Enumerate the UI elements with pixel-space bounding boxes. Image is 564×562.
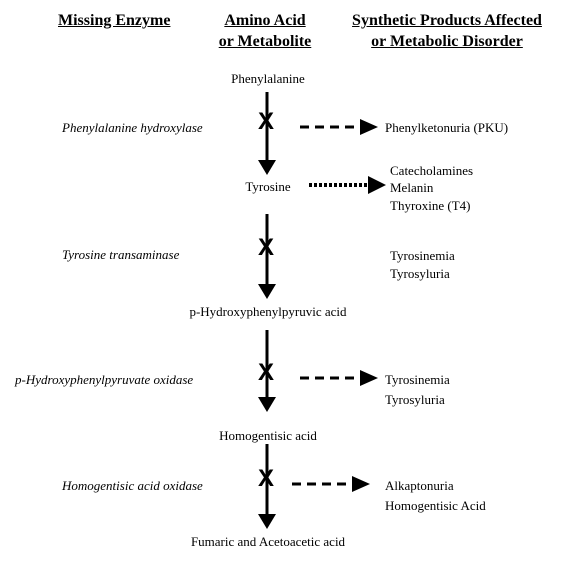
enzyme-tyrosine-transaminase: Tyrosine transaminase: [62, 247, 180, 262]
product-tyrosinemia-2: Tyrosinemia: [385, 372, 450, 387]
product-melanin: Melanin: [390, 180, 434, 195]
product-thyroxine: Thyroxine (T4): [390, 198, 471, 213]
enzyme-homogentisic-acid-oxidase: Homogentisic acid oxidase: [62, 478, 203, 493]
metabolite-phenylalanine: Phenylalanine: [231, 71, 305, 86]
metabolite-tyrosine: Tyrosine: [245, 179, 291, 194]
down-arrow-1: [258, 92, 276, 175]
product-tyrosinemia-1: Tyrosinemia: [390, 248, 455, 263]
block-mark-3: X: [258, 359, 275, 386]
dashed-arrow-pku: [300, 119, 378, 135]
block-mark-2: X: [258, 234, 275, 261]
dotted-arrow-tyrosine: [309, 176, 386, 194]
product-pku: Phenylketonuria (PKU): [385, 120, 509, 135]
metabolite-p-hydroxyphenylpyruvic-acid: p-Hydroxyphenylpyruvic acid: [189, 304, 347, 319]
block-mark-1: X: [258, 108, 275, 135]
metabolite-homogentisic-acid: Homogentisic acid: [219, 428, 317, 443]
product-tyrosyluria-1: Tyrosyluria: [390, 266, 450, 281]
dashed-arrow-homogentisic: [292, 476, 370, 492]
enzyme-phenylalanine-hydroxylase: Phenylalanine hydroxylase: [62, 120, 203, 135]
metabolite-fumaric-acetoacetic-acid: Fumaric and Acetoacetic acid: [190, 534, 346, 549]
down-arrow-4: [258, 444, 276, 529]
dashed-arrow-oxidase: [300, 370, 378, 386]
header-products-line1: Synthetic Products Affected: [352, 12, 542, 29]
product-catecholamines: Catecholamines: [390, 163, 474, 178]
product-alkaptonuria: Alkaptonuria: [385, 478, 454, 493]
header-missing-enzyme: Missing Enzyme: [58, 12, 171, 29]
header-amino-acid-line1: Amino Acid: [224, 12, 306, 29]
product-homogentisic-acid: Homogentisic Acid: [385, 498, 486, 513]
block-mark-4: X: [258, 465, 275, 492]
down-arrow-3: [258, 330, 276, 412]
product-tyrosyluria-2: Tyrosyluria: [385, 392, 445, 407]
header-amino-acid-line2: or Metabolite: [218, 33, 312, 50]
down-arrow-2: [258, 214, 276, 299]
header-products-line2: or Metabolic Disorder: [371, 33, 523, 50]
enzyme-p-hydroxyphenylpyruvate-oxidase: p-Hydroxyphenylpyruvate oxidase: [15, 372, 194, 387]
